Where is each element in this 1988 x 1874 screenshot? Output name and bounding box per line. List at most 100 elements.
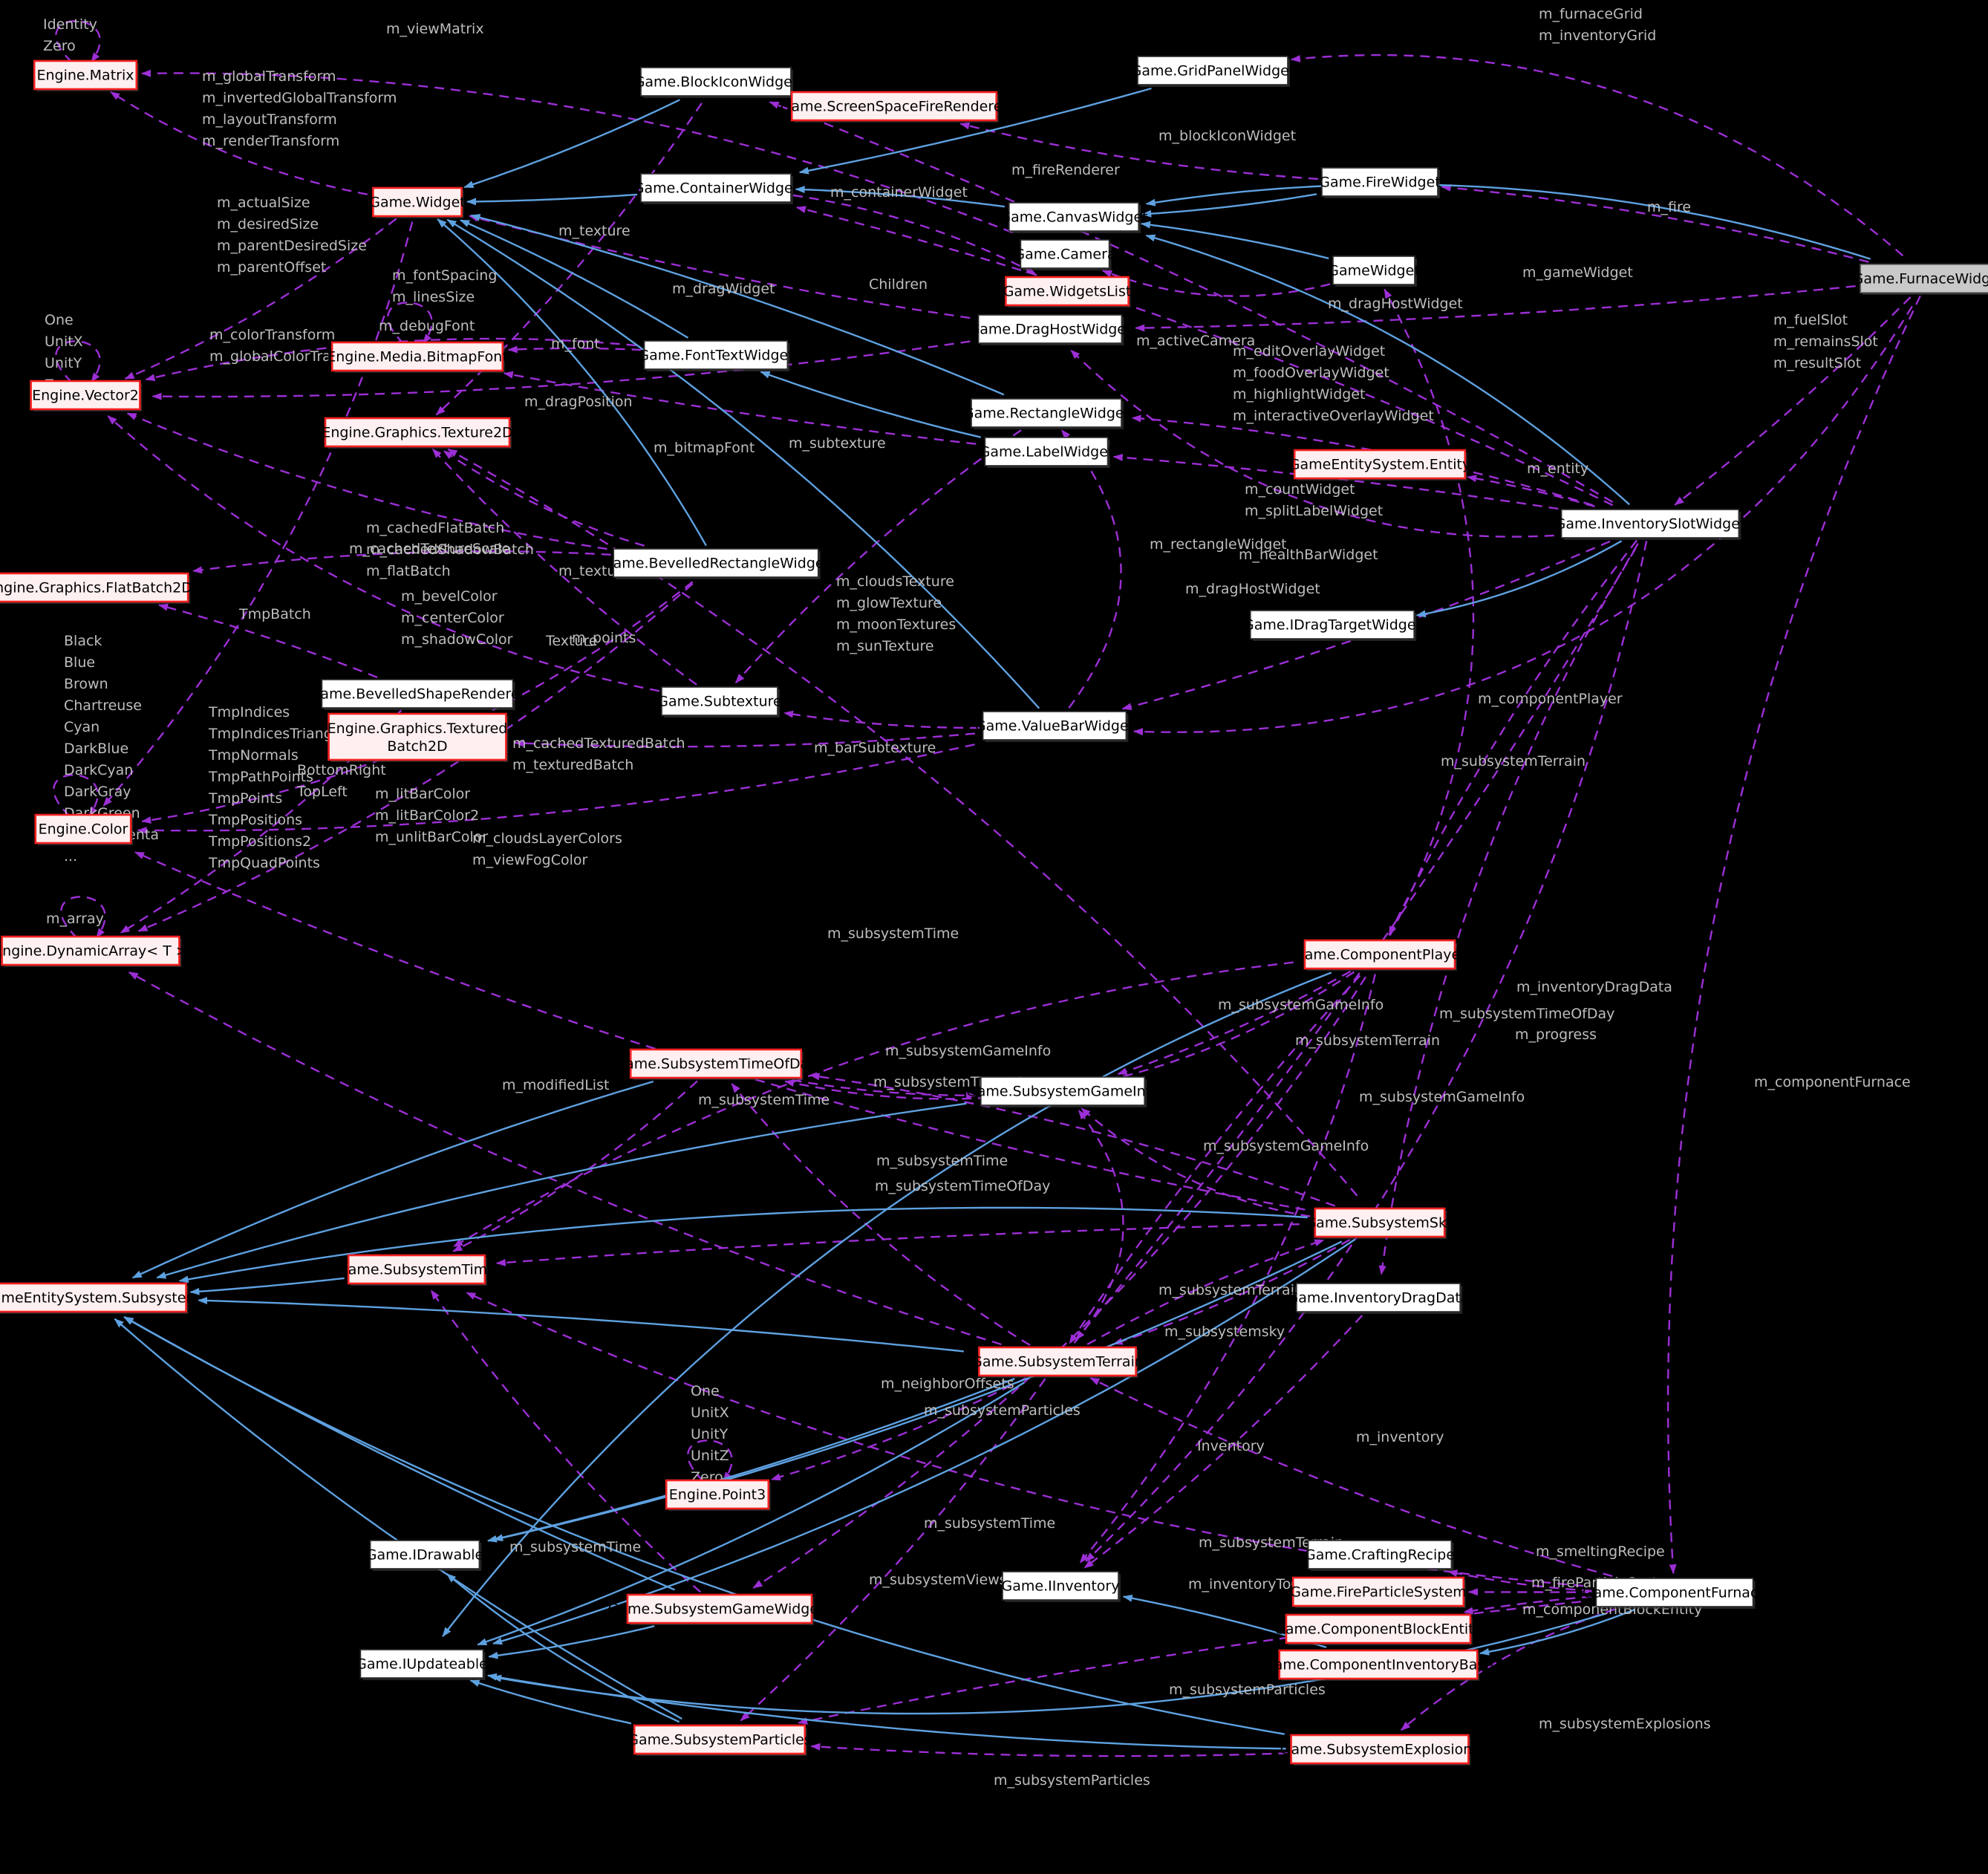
node-label: Engine.Matrix <box>37 68 134 84</box>
edge-game-widget-to-engine-color <box>102 221 414 807</box>
edge-game-inventoryslotwidget-to-game-canvaswidget <box>1145 234 1630 506</box>
node-label: Game.FireParticleSystem <box>1290 1584 1467 1601</box>
node-gameentitysystem-subsystem[interactable]: GameEntitySystem.Subsystem <box>0 1282 200 1314</box>
node-game-inventorydragdata[interactable]: Game.InventoryDragData <box>1288 1283 1470 1314</box>
node-game-canvaswidget[interactable]: Game.CanvasWidget <box>1000 202 1148 233</box>
node-game-subsystemparticles[interactable]: Game.SubsystemParticles <box>628 1724 812 1756</box>
edge-game-bevelledshaperenderer-to-engine-graphics-flatbatch2d <box>158 603 378 679</box>
node-game-widgetslist[interactable]: Game.WidgetsList <box>1003 276 1132 308</box>
node-game-subsystemgamewidgets[interactable]: Game.SubsystemGameWidgets <box>608 1593 832 1625</box>
node-game-rectanglewidget[interactable]: Game.RectangleWidget <box>963 398 1130 429</box>
node-game-idrawable[interactable]: Game.IDrawable <box>366 1540 484 1571</box>
node-game-furnacewidget[interactable]: Game.FurnaceWidget <box>1853 264 1988 295</box>
node-label: Game.SubsystemExplosions <box>1280 1742 1479 1758</box>
node-game-componentblockentity[interactable]: Game.ComponentBlockEntity <box>1274 1613 1482 1645</box>
node-game-firewidget[interactable]: Game.FireWidget <box>1319 167 1441 198</box>
node-game-subtexture[interactable]: Game.Subtexture <box>657 686 782 718</box>
edge-label: m_dragHostWidget <box>1185 581 1320 597</box>
node-engine-media-bitmapfont[interactable]: Engine.Media.BitmapFont <box>327 341 508 373</box>
edge-label: m_points <box>572 630 636 646</box>
node-game-subsystemtime[interactable]: Game.SubsystemTime <box>337 1254 496 1286</box>
node-engine-point3[interactable]: Engine.Point3 <box>665 1479 771 1511</box>
node-game-subsystemexplosions[interactable]: Game.SubsystemExplosions <box>1280 1734 1479 1766</box>
node-label: Game.RectangleWidget <box>963 406 1130 422</box>
edge-game-bevelledshaperenderer-to-engine-dynamicarray <box>120 709 403 934</box>
node-label: Game.SubsystemSky <box>1305 1215 1454 1232</box>
node-engine-graphics-texture2d[interactable]: Engine.Graphics.Texture2D <box>322 417 513 449</box>
node-game-containerwidget[interactable]: Game.ContainerWidget <box>633 173 798 204</box>
node-game-componentplayer[interactable]: Game.ComponentPlayer <box>1294 939 1466 971</box>
node-game-gridpanelwidget[interactable]: Game.GridPanelWidget <box>1131 56 1295 87</box>
node-label: Game.SubsystemTimeOfDay <box>614 1056 817 1073</box>
edge-game-furnacewidget-to-game-valuebarwidget <box>1133 305 1913 736</box>
edge-game-inventoryslotwidget-to-game-rectanglewidget <box>1131 414 1594 507</box>
edge-game-inventorydragdata-to-game-iinventory <box>1083 1315 1363 1569</box>
edge-gamewidget-to-game-canvaswidget <box>1141 221 1329 260</box>
edge-game-furnacewidget-to-game-firewidget <box>1441 183 1869 263</box>
node-game-fireparticlesystem[interactable]: Game.FireParticleSystem <box>1290 1576 1467 1608</box>
edge-label: Texture <box>545 633 598 649</box>
node-game-subsystemtimeofday[interactable]: Game.SubsystemTimeOfDay <box>614 1048 818 1080</box>
node-label: Engine.Graphics.FlatBatch2D <box>0 580 192 596</box>
edge-game-subsystemterrain-to-game-subsystemparticles <box>740 1378 1046 1722</box>
edge-label: Children <box>869 276 928 293</box>
node-label: Game.FireWidget <box>1319 175 1440 191</box>
node-game-camera[interactable]: Game.Camera <box>1014 239 1116 270</box>
node-game-componentfurnace[interactable]: Game.ComponentFurnace <box>1583 1578 1767 1609</box>
edge-label: m_subsystemGameInfo <box>1218 997 1384 1013</box>
node-engine-color[interactable]: Engine.Color <box>34 813 134 845</box>
edge-game-inventoryslotwidget-to-game-subsystemterrain <box>1075 547 1637 1341</box>
edge-game-inventoryslotwidget-to-game-containerwidget <box>796 206 1614 507</box>
edge-label: TmpBatch <box>238 606 311 622</box>
node-gamewidget[interactable]: GameWidget <box>1328 256 1420 287</box>
node-label: Game.IInventory <box>1002 1578 1120 1595</box>
edge-game-subsystemterrain-to-game-subsystemtimeofday <box>731 1083 1031 1347</box>
node-label: Game.CraftingRecipe <box>1305 1547 1455 1564</box>
edge-game-bevelledrectanglewidget-to-engine-graphics-flatbatch2d <box>192 550 611 574</box>
node-game-subsystemterrain[interactable]: Game.SubsystemTerrain <box>971 1346 1144 1378</box>
node-game-idragtargetwidget[interactable]: Game.IDragTargetWidget <box>1243 610 1421 641</box>
edge-game-fonttextwidget-to-game-widget <box>460 219 689 339</box>
node-game-subsystemgameinfo[interactable]: Game.SubsystemGameInfo <box>966 1076 1159 1107</box>
node-game-draghostwidget[interactable]: Game.DragHostWidget <box>969 314 1132 345</box>
node-game-subsystemsky[interactable]: Game.SubsystemSky <box>1305 1207 1455 1239</box>
node-engine-graphics-flatbatch2d[interactable]: Engine.Graphics.FlatBatch2D <box>0 572 192 604</box>
node-engine-matrix[interactable]: Engine.Matrix <box>33 59 139 91</box>
node-game-bevelledshaperenderer[interactable]: Game.BevelledShapeRenderer <box>310 679 526 710</box>
node-game-widget[interactable]: Game.Widget <box>369 186 466 218</box>
node-label: Game.ContainerWidget <box>633 180 798 197</box>
node-game-blockiconwidget[interactable]: Game.BlockIconWidget <box>634 67 798 98</box>
node-game-componentinventorybase[interactable]: Game.ComponentInventoryBase <box>1263 1649 1493 1681</box>
node-game-iinventory[interactable]: Game.IInventory <box>1002 1571 1121 1602</box>
node-label: Game.Subtexture <box>657 694 781 710</box>
edge-game-componentplayer-to-game-iinventory <box>1079 974 1376 1564</box>
node-game-screenspacefirerenderer[interactable]: Game.ScreenSpaceFireRenderer <box>780 91 1008 123</box>
node-game-labelwidget[interactable]: Game.LabelWidget <box>980 437 1114 468</box>
edge-label: m_dragWidget <box>672 281 775 297</box>
node-game-craftingrecipe[interactable]: Game.CraftingRecipe <box>1305 1540 1455 1571</box>
node-engine-vector2[interactable]: Engine.Vector2 <box>30 380 143 411</box>
node-game-fonttextwidget[interactable]: Game.FontTextWidget <box>638 340 794 371</box>
edge-game-subsystemsky-to-game-subsystemtime <box>495 1223 1300 1266</box>
node-label: Game.IUpdateable <box>356 1656 488 1673</box>
node-game-iupdateable[interactable]: Game.IUpdateable <box>356 1649 488 1680</box>
node-engine-dynamicarray[interactable]: Engine.DynamicArray< T > <box>0 935 188 967</box>
edge-label: m_array <box>46 911 104 927</box>
edge-label: m_subsystemTimeOfDay <box>1439 1006 1614 1022</box>
edge-game-subsystemtimeofday-to-game-subsystemgameinfo <box>792 1078 977 1099</box>
edge-game-blockiconwidget-to-game-widget <box>463 99 680 189</box>
node-game-bevelledrectanglewidget[interactable]: Game.BevelledRectangleWidget <box>602 548 830 579</box>
edge-game-containerwidget-to-game-widget <box>466 193 638 206</box>
edge-game-subtexture-to-engine-vector2 <box>107 415 660 692</box>
node-game-inventoryslotwidget[interactable]: Game.InventorySlotWidget <box>1555 509 1746 540</box>
edge-game-furnacewidget-to-game-canvaswidget <box>1145 183 1871 260</box>
edge-game-firewidget-to-game-canvaswidget <box>1141 193 1317 218</box>
edge-label: m_inventory <box>1356 1429 1444 1445</box>
node-label: Engine.Vector2 <box>32 388 139 404</box>
edge-label-layer: IdentityZeroOneUnitXUnitYZerom_debugFont… <box>43 6 1911 1789</box>
node-gameentitysystem-entity[interactable]: GameEntitySystem.Entity <box>1289 449 1470 481</box>
edge-engine-matrix-to-engine-matrix <box>55 20 101 63</box>
node-game-valuebarwidget[interactable]: Game.ValueBarWidget <box>975 711 1134 742</box>
